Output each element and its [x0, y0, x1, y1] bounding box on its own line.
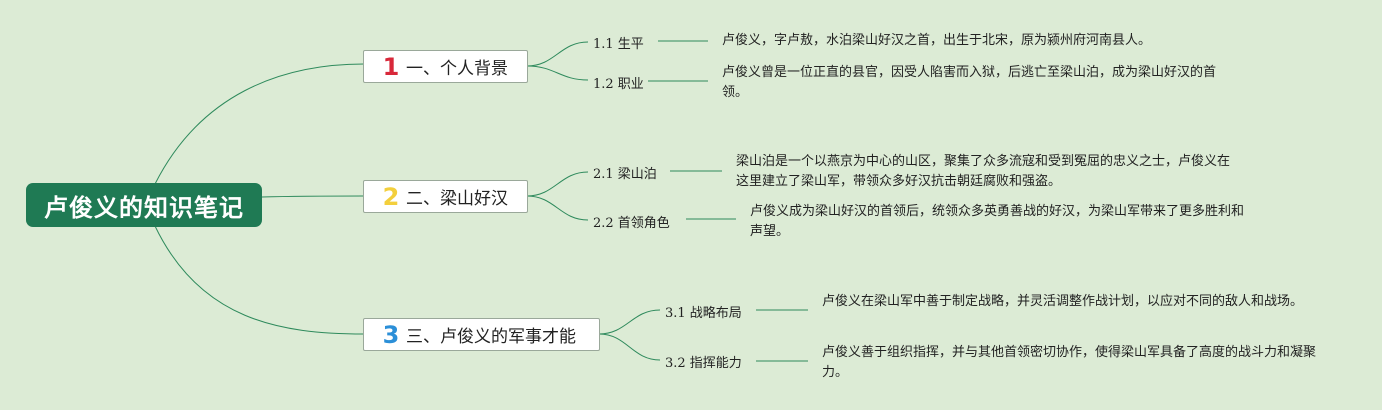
subtopic-2-2[interactable]: 2.2 首领角色 [593, 216, 670, 231]
link-root-branch-3 [154, 225, 365, 335]
link-branch-2-item-2 [526, 195, 589, 221]
link-branch-3-item-2 [598, 333, 661, 361]
subtopic-1-1[interactable]: 1.1 生平 [593, 37, 644, 52]
subtopic-2-1[interactable]: 2.1 梁山泊 [593, 167, 657, 182]
link-branch-3-item-1 [598, 309, 661, 335]
link-branch-1-item-1 [526, 41, 589, 67]
subtopic-1-2[interactable]: 1.2 职业 [593, 77, 644, 92]
description-3-2[interactable]: 卢俊义善于组织指挥，并与其他首领密切协作，使得梁山军具备了高度的战斗力和凝聚力。 [822, 345, 1317, 380]
link-root-branch-1 [154, 63, 365, 185]
number-2-icon: 2 [382, 182, 400, 211]
description-1-1[interactable]: 卢俊义，字卢敖，水泊梁山好汉之首，出生于北宋，原为颍州府河南县人。 [722, 33, 1152, 48]
description-1-2[interactable]: 卢俊义曾是一位正直的县官，因受人陷害而入狱，后逃亡至梁山泊，成为梁山好汉的首领。 [722, 65, 1217, 100]
link-branch-1-item-2 [526, 65, 589, 81]
description-3-1[interactable]: 卢俊义在梁山军中善于制定战略，并灵活调整作战计划，以应对不同的敌人和战场。 [822, 294, 1304, 309]
link-branch-2-item-1 [526, 171, 589, 197]
branch-topic-1[interactable]: 1 一、个人背景 [363, 50, 528, 83]
branch-label: 二、梁山好汉 [406, 189, 508, 209]
root-title: 卢俊义的知识笔记 [44, 193, 244, 222]
description-2-1[interactable]: 梁山泊是一个以燕京为中心的山区，聚集了众多流寇和受到冤屈的忠义之士，卢俊义在这里… [736, 154, 1231, 189]
branch-topic-3[interactable]: 3 三、卢俊义的军事才能 [363, 318, 600, 351]
branch-topic-2[interactable]: 2 二、梁山好汉 [363, 180, 528, 213]
description-2-2[interactable]: 卢俊义成为梁山好汉的首领后，统领众多英勇善战的好汉，为梁山军带来了更多胜利和声望… [750, 204, 1245, 239]
link-root-branch-2 [261, 195, 365, 198]
branch-label: 一、个人背景 [406, 59, 508, 79]
number-3-icon: 3 [382, 320, 400, 349]
root-topic[interactable]: 卢俊义的知识笔记 [26, 183, 262, 227]
subtopic-3-2[interactable]: 3.2 指挥能力 [665, 356, 742, 371]
number-1-icon: 1 [382, 52, 400, 81]
subtopic-3-1[interactable]: 3.1 战略布局 [665, 306, 742, 321]
branch-label: 三、卢俊义的军事才能 [406, 327, 576, 347]
